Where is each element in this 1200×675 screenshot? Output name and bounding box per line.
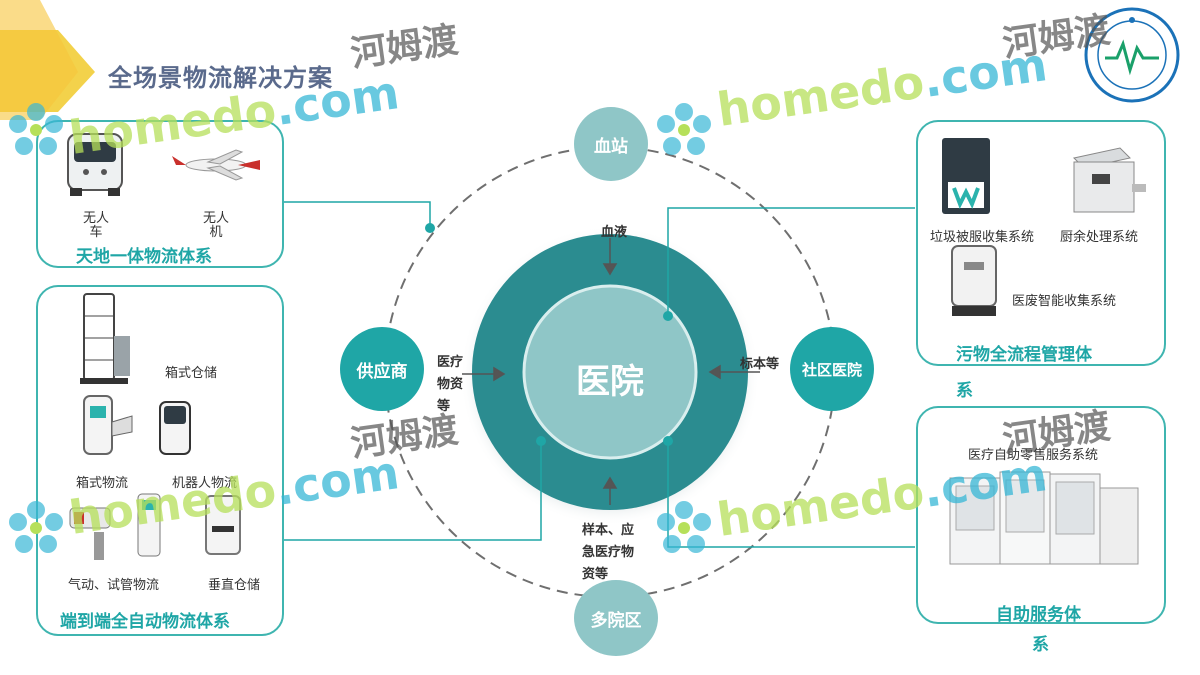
node-blood-station-label: 血站 [594,136,628,157]
node-community-hospital[interactable]: 社区医院 [790,327,874,411]
caption-drone: 无人 机 [202,211,229,240]
panel-label-waste-wrap: 系 [956,381,973,401]
flow-label-blood: 血液 [601,225,628,240]
page-title: 全场景物流解决方案 [108,64,333,92]
watermark-flower-icon [9,501,63,553]
garbage-collection-machine-icon [942,138,990,214]
caption-robot-logistics: 机器人物流 [172,476,238,491]
caption-box-storage: 箱式仓储 [165,366,218,381]
kitchen-waste-machine-icon [1072,147,1146,213]
unmanned-vehicle-icon [67,133,123,196]
node-multi-campus-label: 多院区 [590,610,642,631]
connector-dot [536,436,546,446]
caption-kitchen-waste: 厨余处理系统 [1060,230,1139,245]
caption-pneumatic-tube: 气动、试管物流 [68,578,160,593]
medical-waste-collector-icon [951,245,997,316]
organization-logo [1084,7,1180,103]
caption-box-logistics: 箱式物流 [76,476,129,491]
caption-unmanned-vehicle: 无人 车 [82,211,109,240]
arrow-head [708,364,721,380]
arrow-head [602,263,618,276]
node-supplier-label: 供应商 [356,361,408,382]
connector-top-left [282,201,431,228]
flow-label-samples: 样本、应 急医疗物 资等 [582,523,635,582]
flow-label-medical-supplies: 医疗 物资 等 [437,355,464,414]
connector-dot [663,436,673,446]
pneumatic-tube-icon [69,493,161,560]
panel-label-self-service-wrap: 系 [1032,635,1049,655]
hospital-label: 医院 [576,362,644,402]
connector-top-right [667,207,915,316]
node-supplier[interactable]: 供应商 [340,327,424,411]
caption-vertical-storage: 垂直仓储 [208,578,261,593]
vertical-storage-icon [205,495,241,555]
box-storage-robot-icon [80,293,130,384]
box-logistics-icon [83,395,133,455]
node-multi-campus[interactable]: 多院区 [574,580,658,656]
watermark-flower-icon [9,103,63,155]
caption-medical-waste: 医废智能收集系统 [1012,294,1117,309]
connector-dot [425,223,435,233]
drone-icon [172,149,260,181]
node-blood-station[interactable]: 血站 [574,107,648,181]
watermark-flower-icon [657,103,711,155]
caption-garbage-collection: 垃圾被服收集系统 [930,230,1035,245]
watermark-flower-icon [657,501,711,553]
corner-arrow-decoration [0,0,95,120]
connector-bottom-left [282,441,542,541]
panel-end-to-end-logistics [36,285,284,636]
hospital-core-inner [522,284,698,460]
node-community-hospital-label: 社区医院 [801,360,862,379]
panel-label-ground-air: 天地一体物流体系 [76,247,212,267]
robot-logistics-icon [159,401,191,455]
caption-self-service-retail: 医疗自助零售服务系统 [968,448,1099,463]
flow-label-specimens: 标本等 [740,357,780,372]
panel-label-waste: 污物全流程管理体 [956,345,1092,365]
arrow-head [602,476,618,489]
connector-dot [663,311,673,321]
arrow-head [493,366,506,382]
panel-label-self-service: 自助服务体 [996,605,1081,625]
vending-machine-icon [949,471,1139,565]
panel-label-end-to-end: 端到端全自动物流体系 [60,612,230,632]
